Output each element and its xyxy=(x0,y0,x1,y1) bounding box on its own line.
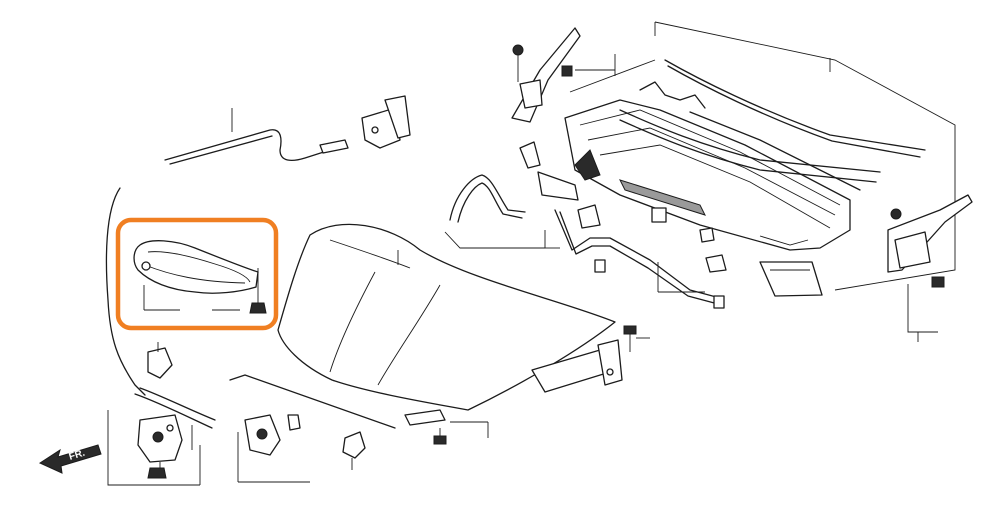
front-direction-arrow: FR. xyxy=(38,444,102,474)
washer-nozzle-joint[interactable] xyxy=(519,141,727,309)
cowl-top-panel[interactable] xyxy=(564,99,851,251)
hood-latch-cable[interactable] xyxy=(134,387,216,450)
striker-plate[interactable] xyxy=(404,409,489,445)
cowl-brace[interactable] xyxy=(639,81,861,191)
leader-lines xyxy=(657,262,705,293)
washer-hose[interactable] xyxy=(444,174,721,305)
hood-seal-bracket[interactable] xyxy=(115,217,279,331)
cowl-side-cover[interactable] xyxy=(759,261,823,297)
hood-release-cable[interactable] xyxy=(105,108,349,396)
cowl-outer-frame[interactable] xyxy=(569,21,956,291)
front-direction-label: FR. xyxy=(68,448,87,463)
cowl-seal[interactable] xyxy=(619,59,926,183)
wiper-bracket-left[interactable] xyxy=(511,27,616,123)
hood-latch[interactable] xyxy=(107,410,201,486)
secondary-latch[interactable] xyxy=(237,414,310,483)
upper-hinge[interactable] xyxy=(361,95,411,149)
hood-panel[interactable] xyxy=(277,223,616,411)
hood-support-rod[interactable] xyxy=(229,374,396,470)
wiper-bracket-right[interactable] xyxy=(887,194,973,342)
hood-hinge[interactable] xyxy=(531,325,650,393)
hood-bumper[interactable] xyxy=(147,342,173,379)
